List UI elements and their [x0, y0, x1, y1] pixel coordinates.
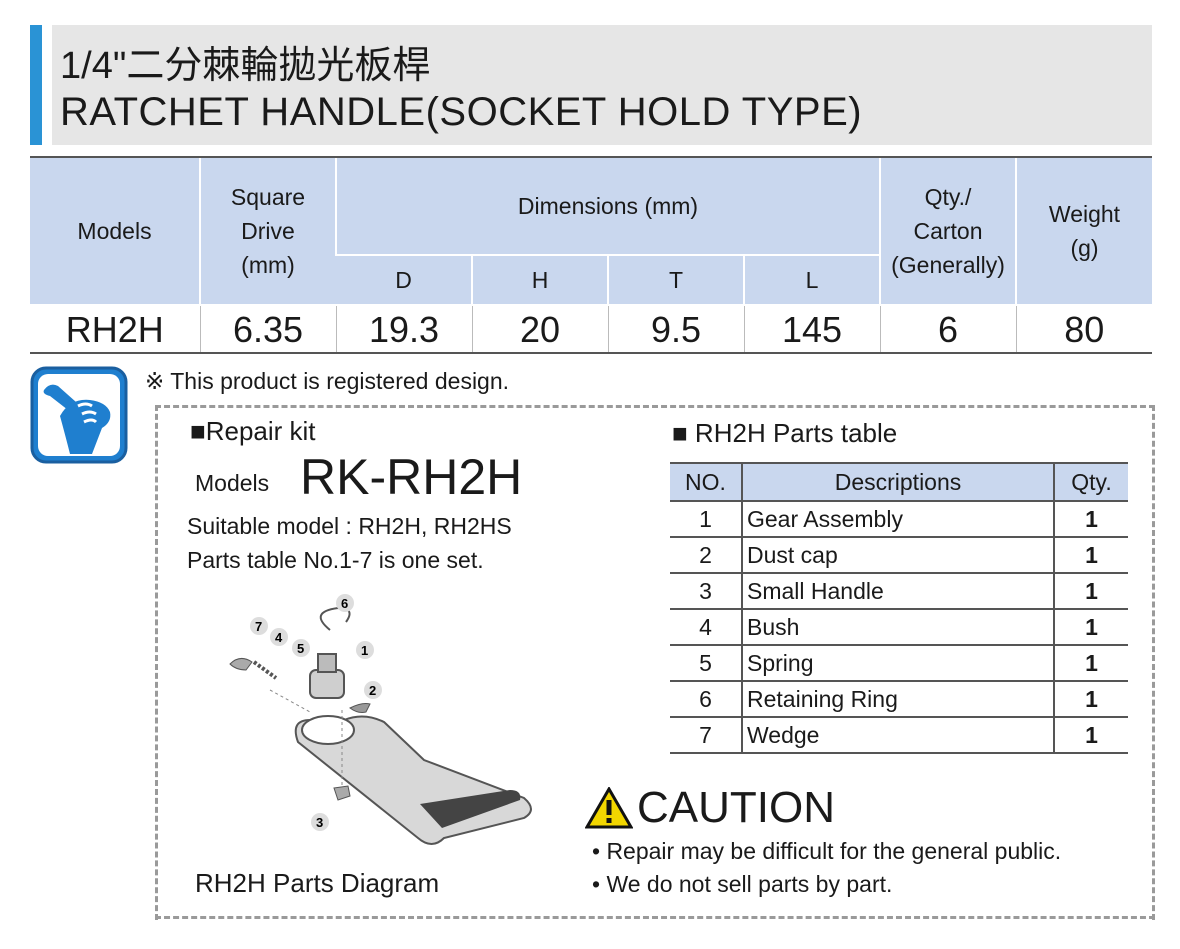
table-row: 1 Gear Assembly 1: [670, 501, 1128, 538]
warning-triangle-icon: [585, 787, 633, 829]
callout-6: 6: [341, 596, 348, 611]
part-desc: Retaining Ring: [741, 681, 1054, 718]
wrench-hand-icon: [30, 366, 128, 464]
table-row: 6 Retaining Ring 1: [670, 681, 1128, 718]
part-no: 2: [670, 537, 742, 574]
cell-d: 19.3: [335, 305, 472, 354]
col-qty-line3: (Generally): [891, 252, 1005, 278]
frame-left: [155, 405, 158, 920]
part-qty: 1: [1053, 645, 1128, 682]
col-weight-line2: (g): [1070, 235, 1099, 261]
repair-kit-set-note: Parts table No.1-7 is one set.: [187, 547, 484, 573]
caution-line-1: • Repair may be difficult for the genera…: [592, 838, 1062, 864]
col-qty-line2: Carton: [913, 218, 983, 244]
part-qty: 1: [1053, 717, 1128, 754]
table-row: 7 Wedge 1: [670, 717, 1128, 754]
repair-kit-suitable: Suitable model : RH2H, RH2HS: [187, 513, 512, 539]
parts-table-title: ■ RH2H Parts table: [672, 418, 898, 448]
callout-7: 7: [255, 619, 262, 634]
caution-title: CAUTION: [637, 783, 835, 832]
col-qty-line1: Qty./: [924, 184, 972, 210]
header-background: [52, 25, 1152, 145]
repair-kit-models-label: Models: [195, 470, 270, 496]
cell-l: 145: [743, 305, 880, 354]
repair-kit-title: ■Repair kit: [190, 416, 316, 446]
registered-design-note: ※ This product is registered design.: [145, 368, 510, 394]
part-no: 3: [670, 573, 742, 610]
col-square-drive-line1: Square: [230, 184, 306, 210]
spec-table-bottom-rule: [30, 352, 1152, 354]
subcol-d: D: [336, 255, 472, 306]
cell-weight: 80: [1015, 305, 1152, 354]
callout-4: 4: [275, 630, 283, 645]
part-no: 4: [670, 609, 742, 646]
frame-right: [1152, 405, 1155, 920]
diagram-caption: RH2H Parts Diagram: [195, 868, 440, 898]
callout-1: 1: [361, 643, 368, 658]
parts-header-desc: Descriptions: [741, 462, 1054, 502]
callout-3: 3: [316, 815, 323, 830]
parts-table: NO. Descriptions Qty. 1 Gear Assembly 1 …: [670, 462, 1128, 754]
part-desc: Gear Assembly: [741, 501, 1054, 538]
part-desc: Spring: [741, 645, 1054, 682]
part-no: 1: [670, 501, 742, 538]
part-qty: 1: [1053, 537, 1128, 574]
parts-diagram: 6 1 2 3 4 5 7: [210, 590, 550, 880]
part-no: 5: [670, 645, 742, 682]
spec-table: Models Square Drive (mm) Dimensions (mm)…: [30, 158, 1152, 354]
cell-t: 9.5: [607, 305, 744, 354]
cell-model: RH2H: [65, 309, 164, 350]
parts-header-no: NO.: [670, 462, 742, 502]
table-row: 2 Dust cap 1: [670, 537, 1128, 574]
part-desc: Dust cap: [741, 537, 1054, 574]
frame-bottom: [155, 916, 1155, 919]
part-qty: 1: [1053, 681, 1128, 718]
callout-5: 5: [297, 641, 304, 656]
frame-top: [155, 405, 1155, 408]
col-square-drive-line3: (mm): [241, 252, 295, 278]
part-desc: Small Handle: [741, 573, 1054, 610]
cell-h: 20: [471, 305, 608, 354]
table-row: 4 Bush 1: [670, 609, 1128, 646]
part-desc: Wedge: [741, 717, 1054, 754]
caution-heading: CAUTION: [585, 783, 835, 833]
title-english: RATCHET HANDLE(SOCKET HOLD TYPE): [60, 90, 863, 134]
spec-row: RH2H 6.35 19.3 20 9.5 145 6 80: [30, 305, 1152, 354]
table-row: 3 Small Handle 1: [670, 573, 1128, 610]
subcol-t: T: [607, 255, 744, 306]
col-square-drive: Square Drive (mm): [199, 158, 336, 306]
title-chinese: 1/4"二分棘輪拋光板桿: [60, 45, 431, 87]
part-desc: Bush: [741, 609, 1054, 646]
col-weight: Weight (g): [1015, 158, 1152, 306]
spec-table-top-rule: [30, 156, 1152, 158]
caution-line-2: • We do not sell parts by part.: [592, 871, 893, 897]
callout-2: 2: [369, 683, 376, 698]
part-qty: 1: [1053, 501, 1128, 538]
table-row: 5 Spring 1: [670, 645, 1128, 682]
col-square-drive-line2: Drive: [241, 218, 295, 244]
col-weight-line1: Weight: [1048, 201, 1121, 227]
parts-header-qty: Qty.: [1053, 462, 1128, 502]
part-no: 7: [670, 717, 742, 754]
col-qty-carton: Qty./ Carton (Generally): [879, 158, 1016, 306]
cell-square-drive: 6.35: [199, 305, 336, 354]
subcol-l: L: [743, 255, 880, 306]
part-qty: 1: [1053, 609, 1128, 646]
header-accent-bar: [30, 25, 42, 145]
col-models: Models: [30, 158, 200, 306]
col-dimensions: Dimensions (mm): [335, 158, 880, 256]
subcol-h: H: [471, 255, 608, 306]
cell-qty: 6: [879, 305, 1016, 354]
repair-kit-model-number: RK-RH2H: [300, 449, 523, 505]
part-qty: 1: [1053, 573, 1128, 610]
part-no: 6: [670, 681, 742, 718]
